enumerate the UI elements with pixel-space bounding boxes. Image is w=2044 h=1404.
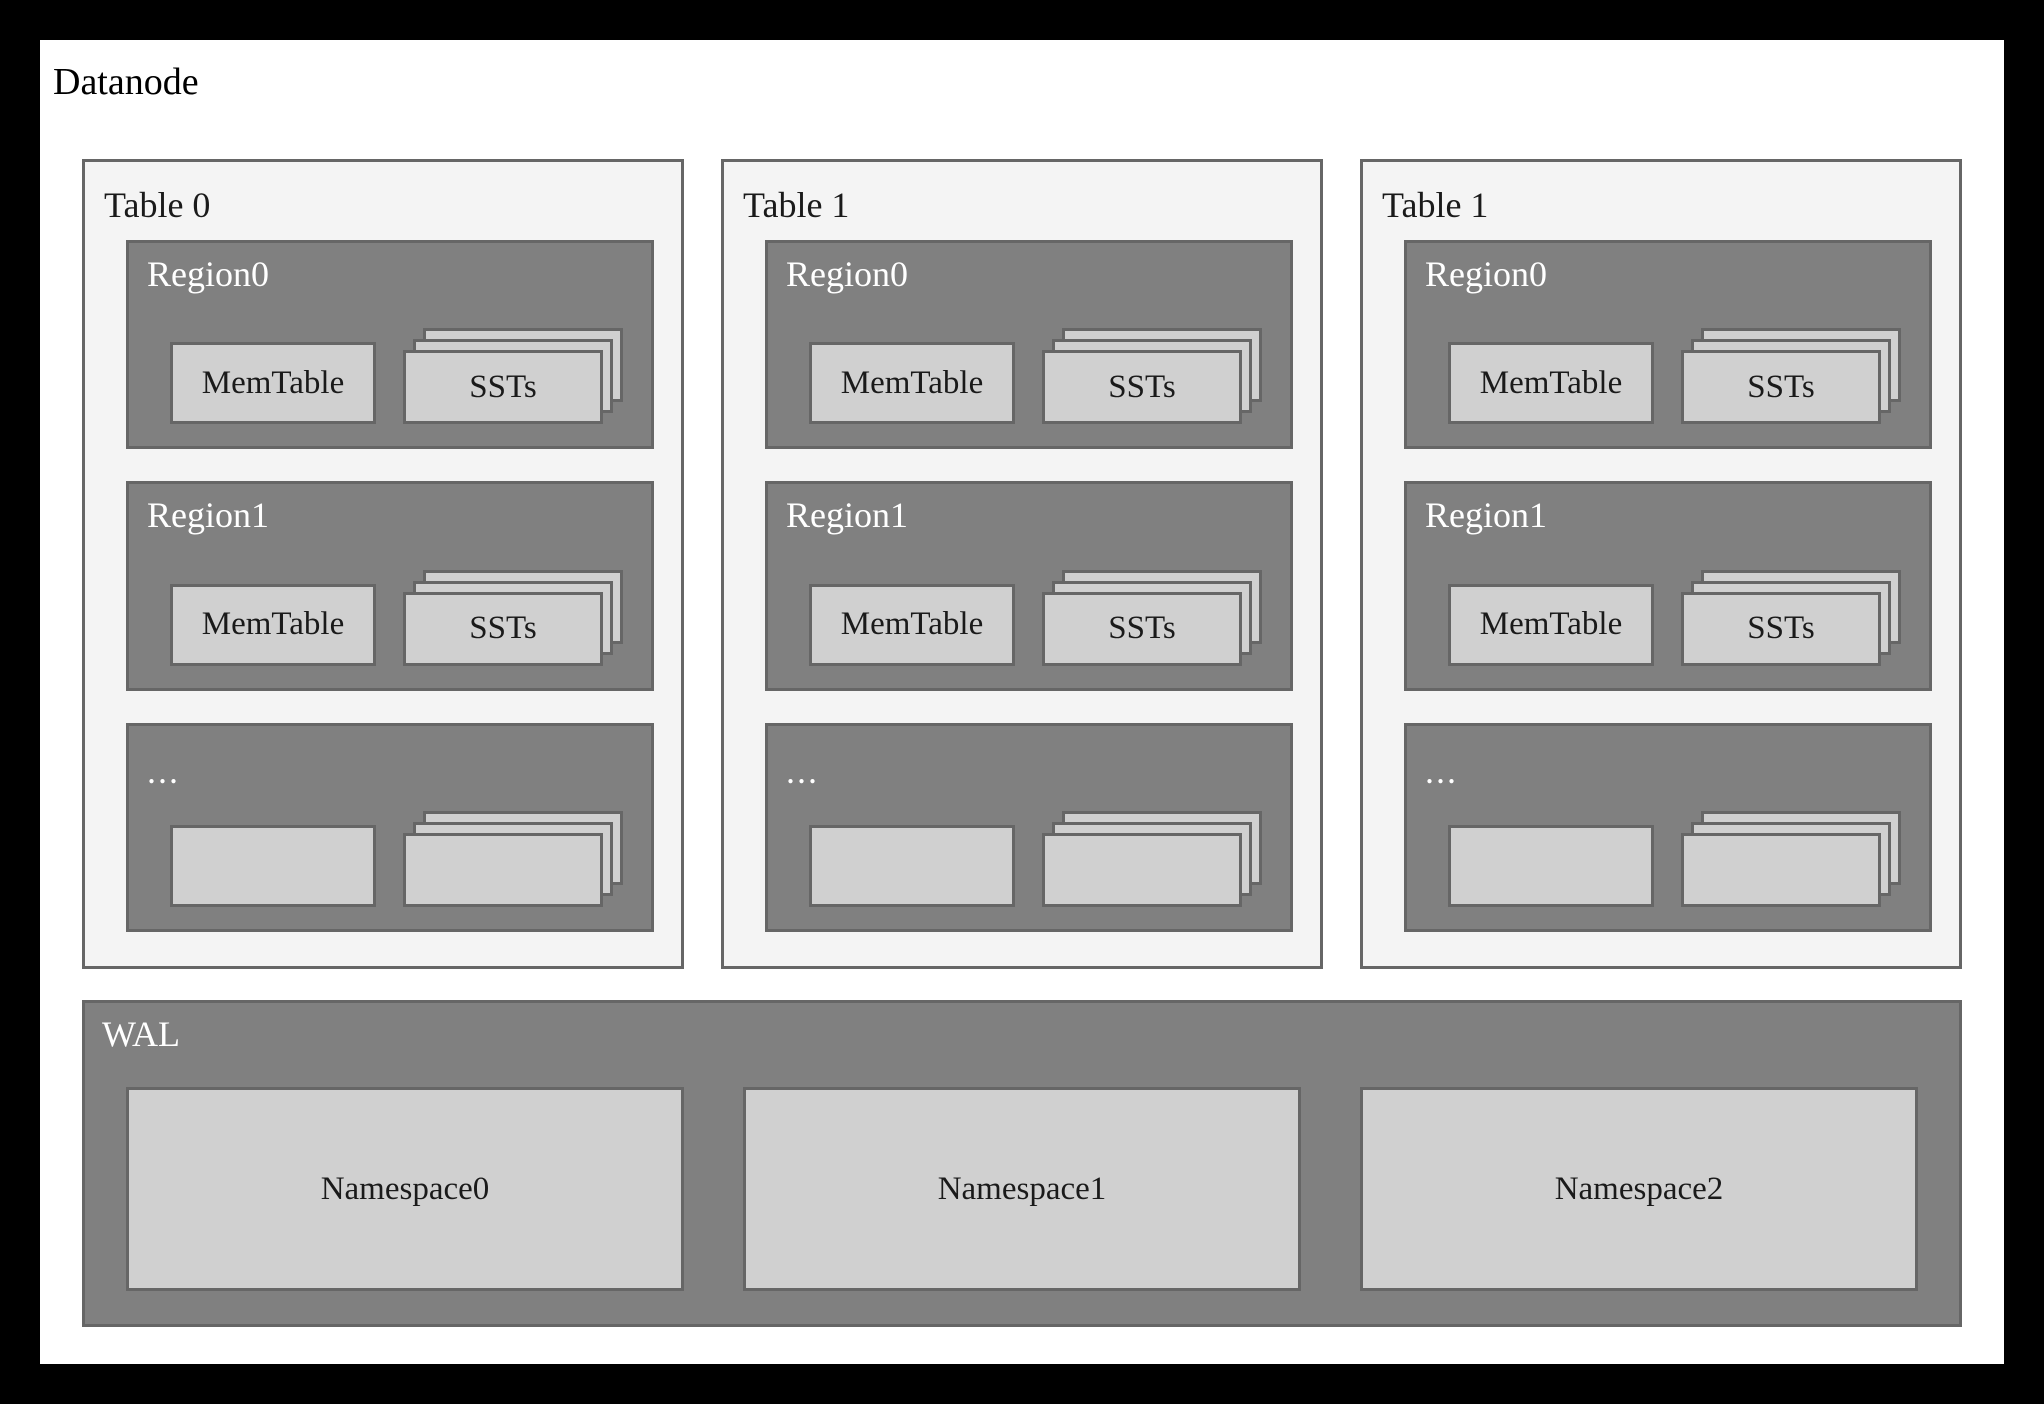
region-body	[809, 810, 1268, 907]
region-label: Region1	[147, 495, 269, 536]
sst-stack[interactable]: SSTs	[403, 569, 625, 666]
sst-sheet-front	[1681, 832, 1881, 907]
namespace-box[interactable]: Namespace1	[743, 1087, 1301, 1291]
memtable-box[interactable]: MemTable	[1448, 583, 1654, 666]
wal-label: WAL	[102, 1014, 180, 1054]
table-label: Table 1	[743, 185, 850, 225]
region-body	[1448, 810, 1907, 907]
region-body: MemTable SSTs	[170, 328, 629, 425]
sst-stack-empty[interactable]	[1681, 810, 1903, 907]
ellipsis-label: ...	[786, 750, 819, 791]
sst-sheet-front	[1042, 832, 1242, 907]
region-body: MemTable SSTs	[809, 569, 1268, 666]
datanode-canvas: Datanode Table 0 Region0 MemTable SSTs	[40, 40, 2004, 1364]
regions-list: Region0 MemTable SSTs Region1 M	[1404, 240, 1932, 932]
sst-sheet-front	[403, 832, 603, 907]
ellipsis-label: ...	[1425, 750, 1458, 791]
table-label: Table 0	[104, 185, 211, 225]
tables-row: Table 0 Region0 MemTable SSTs	[82, 159, 1962, 969]
region-block-ellipsis[interactable]: ...	[126, 722, 654, 932]
sst-stack[interactable]: SSTs	[1042, 569, 1264, 666]
memtable-box-empty[interactable]	[170, 824, 376, 907]
table-panel[interactable]: Table 0 Region0 MemTable SSTs	[82, 159, 684, 969]
table-label: Table 1	[1382, 185, 1489, 225]
region-body	[170, 810, 629, 907]
region-label: Region0	[147, 254, 269, 294]
region-block-ellipsis[interactable]: ...	[765, 722, 1293, 932]
ellipsis-label: ...	[147, 750, 180, 791]
memtable-box-empty[interactable]	[809, 824, 1015, 907]
regions-list: Region0 MemTable SSTs Region1 M	[126, 240, 654, 932]
sst-sheet-front: SSTs	[1042, 350, 1242, 425]
table-panel[interactable]: Table 1 Region0 MemTable SSTs	[1360, 159, 1962, 969]
page-title: Datanode	[53, 61, 199, 103]
region-body: MemTable SSTs	[1448, 569, 1907, 666]
region-label: Region0	[786, 254, 908, 294]
memtable-box[interactable]: MemTable	[1448, 342, 1654, 425]
region-block[interactable]: Region1 MemTable SSTs	[1404, 481, 1932, 691]
sst-stack[interactable]: SSTs	[1681, 569, 1903, 666]
namespaces-row: Namespace0 Namespace1 Namespace2	[126, 1087, 1918, 1291]
memtable-box[interactable]: MemTable	[170, 342, 376, 425]
region-block[interactable]: Region0 MemTable SSTs	[126, 240, 654, 450]
memtable-box[interactable]: MemTable	[170, 583, 376, 666]
wal-block[interactable]: WAL Namespace0 Namespace1 Namespace2	[82, 1000, 1962, 1327]
region-body: MemTable SSTs	[1448, 328, 1907, 425]
region-block[interactable]: Region0 MemTable SSTs	[1404, 240, 1932, 450]
regions-list: Region0 MemTable SSTs Region1 M	[765, 240, 1293, 932]
memtable-box[interactable]: MemTable	[809, 583, 1015, 666]
region-body: MemTable SSTs	[170, 569, 629, 666]
namespace-box[interactable]: Namespace2	[1360, 1087, 1918, 1291]
region-block[interactable]: Region1 MemTable SSTs	[765, 481, 1293, 691]
sst-sheet-front: SSTs	[1042, 591, 1242, 666]
namespace-box[interactable]: Namespace0	[126, 1087, 684, 1291]
region-body: MemTable SSTs	[809, 328, 1268, 425]
region-label: Region1	[786, 495, 908, 536]
sst-sheet-front: SSTs	[403, 350, 603, 425]
table-panel[interactable]: Table 1 Region0 MemTable SSTs	[721, 159, 1323, 969]
region-block[interactable]: Region1 MemTable SSTs	[126, 481, 654, 691]
region-label: Region1	[1425, 495, 1547, 536]
sst-stack[interactable]: SSTs	[1042, 328, 1264, 425]
sst-stack[interactable]: SSTs	[1681, 328, 1903, 425]
region-block-ellipsis[interactable]: ...	[1404, 722, 1932, 932]
sst-stack-empty[interactable]	[1042, 810, 1264, 907]
sst-sheet-front: SSTs	[403, 591, 603, 666]
sst-sheet-front: SSTs	[1681, 350, 1881, 425]
sst-stack[interactable]: SSTs	[403, 328, 625, 425]
region-label: Region0	[1425, 254, 1547, 294]
memtable-box-empty[interactable]	[1448, 824, 1654, 907]
region-block[interactable]: Region0 MemTable SSTs	[765, 240, 1293, 450]
sst-sheet-front: SSTs	[1681, 591, 1881, 666]
sst-stack-empty[interactable]	[403, 810, 625, 907]
memtable-box[interactable]: MemTable	[809, 342, 1015, 425]
